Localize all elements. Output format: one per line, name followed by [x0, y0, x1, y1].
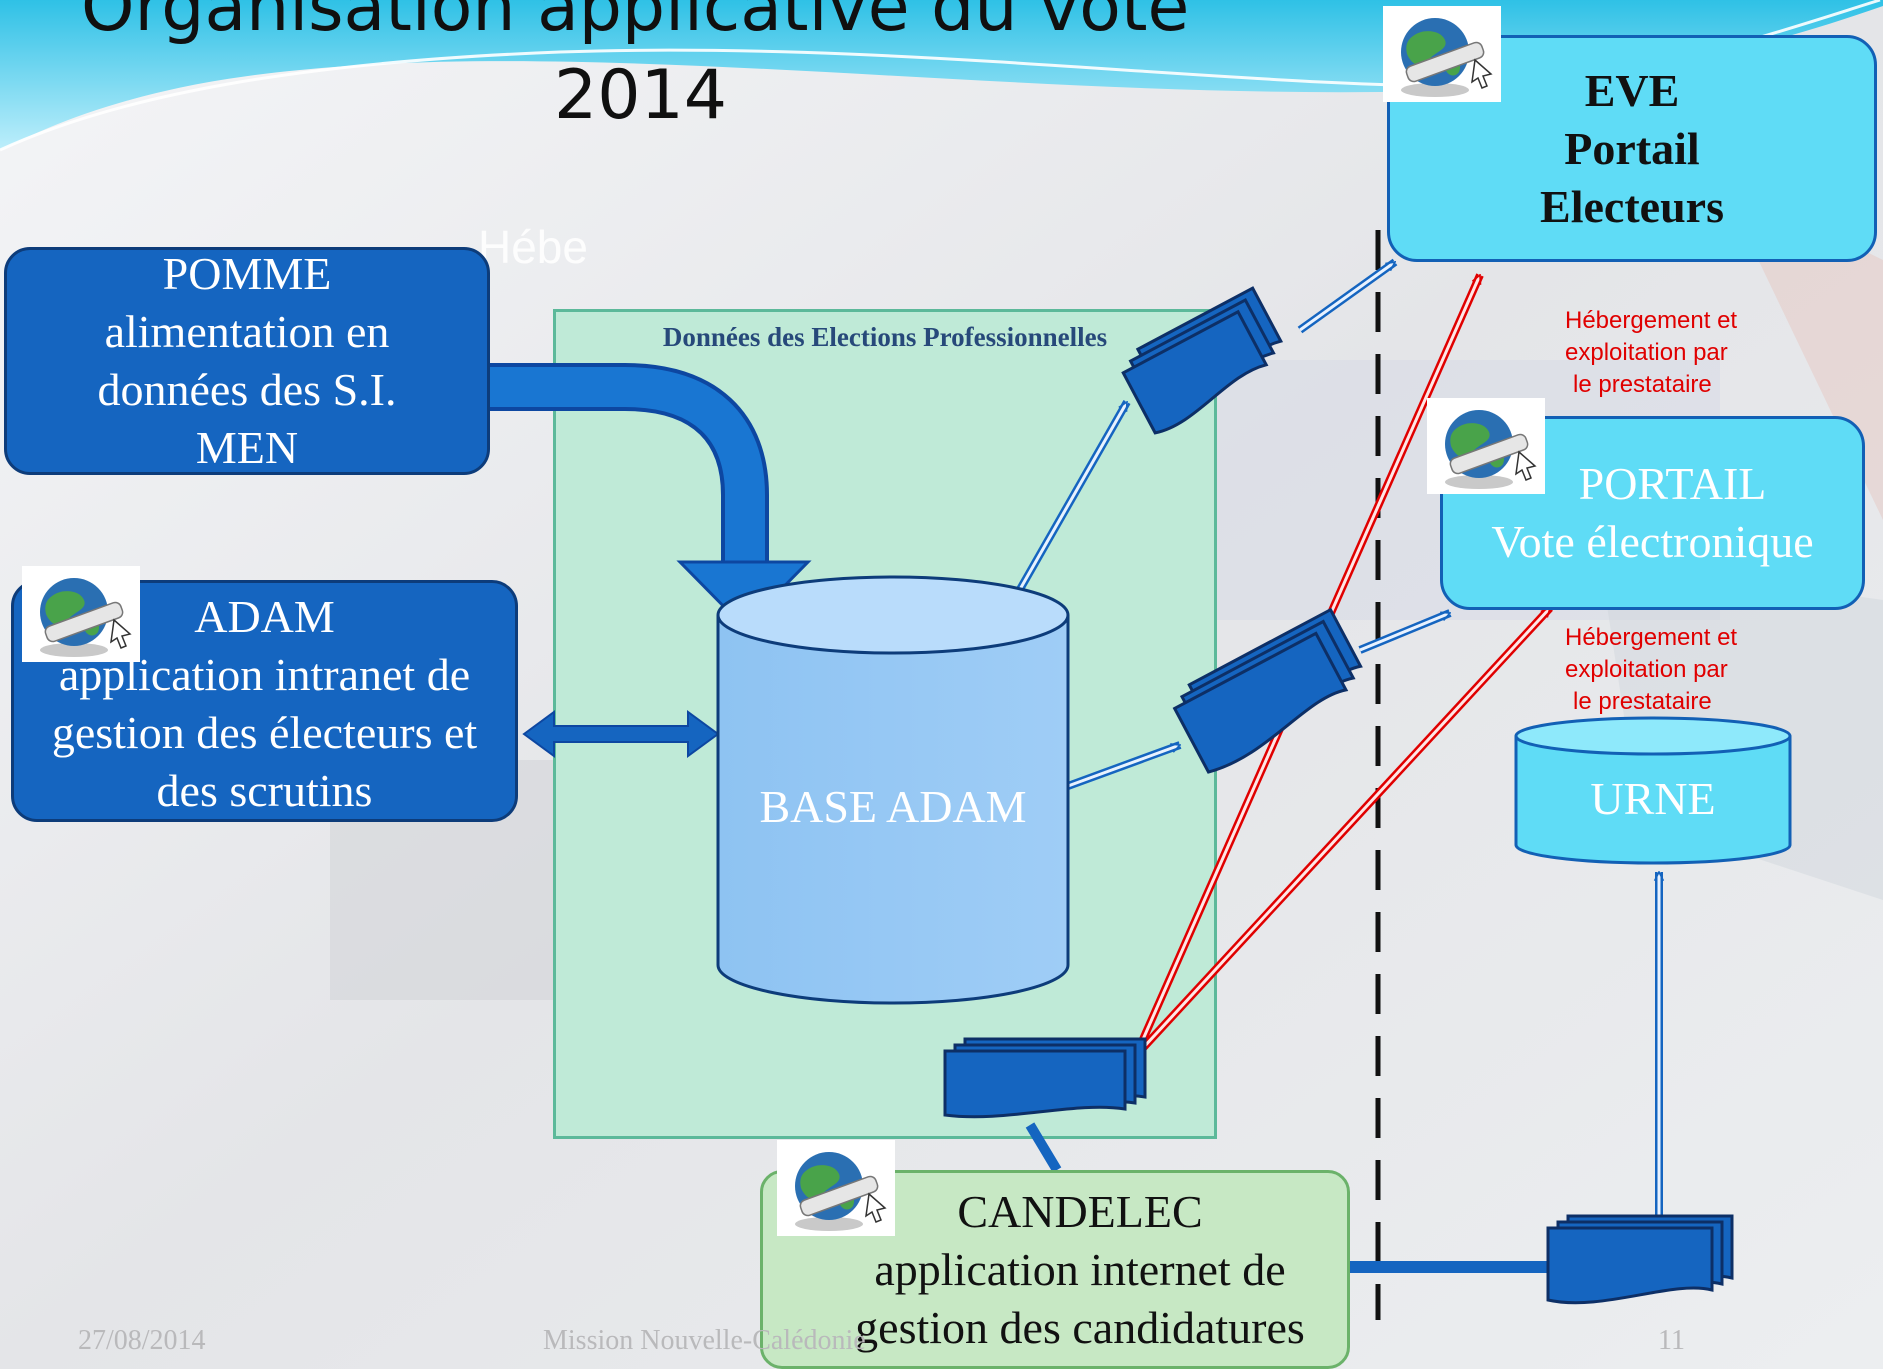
middle-document-to-portail-arrow: [1358, 609, 1450, 654]
candelec-line: application internet de: [874, 1243, 1286, 1295]
eve-line: Electeurs: [1540, 180, 1724, 232]
web-globe-icon: [22, 566, 140, 662]
pomme-line: MEN: [195, 422, 299, 473]
base-to-middle-document-arrow: [1066, 741, 1180, 790]
pomme-line: POMME: [162, 248, 332, 299]
candelec-document-to-portail-red-arrow: [1127, 605, 1553, 1065]
slide-title-year: 2014: [554, 56, 728, 135]
slide-title: Organisation applicative du vote: [81, 0, 1190, 47]
urne-label: URNE: [1590, 773, 1716, 824]
adam-base-double-arrow: [522, 710, 720, 758]
footer-mission: Mission Nouvelle-Calédonie: [543, 1325, 866, 1356]
note-line: Hébergement et: [1565, 624, 1738, 651]
eve-line: EVE: [1584, 64, 1680, 116]
adam-line: ADAM: [194, 591, 335, 642]
candelec-box: CANDELEC application internet de gestion…: [760, 1170, 1350, 1369]
note-line: exploitation par: [1565, 656, 1728, 683]
candelec-document-stack: [943, 1037, 1147, 1119]
footer-date: 27/08/2014: [78, 1325, 206, 1356]
hosting-note-eve: Hébergement et exploitation par le prest…: [1565, 305, 1737, 401]
candelec-line: gestion des candidatures: [855, 1301, 1305, 1353]
web-globe-icon: [1383, 6, 1501, 102]
urne-document-stack: [1546, 1214, 1734, 1305]
pomme-line: alimentation en: [104, 306, 390, 357]
note-line: le prestataire: [1573, 688, 1712, 715]
base-adam-cylinder: [716, 575, 1070, 1005]
portail-line: Vote électronique: [1491, 516, 1814, 567]
base-adam-label: BASE ADAM: [759, 781, 1027, 832]
upper-document-to-eve-arrow: [1297, 258, 1398, 334]
note-line: exploitation par: [1565, 339, 1728, 366]
candelec-to-document-link: [1025, 1122, 1062, 1173]
base-to-upper-document-arrow: [1011, 400, 1131, 600]
pomme-line: données des S.I.: [97, 364, 397, 415]
portail-line: PORTAIL: [1578, 458, 1767, 509]
web-globe-icon: [777, 1140, 895, 1236]
footer-page-number: 11: [1658, 1325, 1685, 1356]
ghost-text: Hébe: [478, 221, 588, 273]
candelec-line: CANDELEC: [957, 1185, 1203, 1237]
eve-line: Portail: [1564, 122, 1700, 174]
upper-document-stack: [1121, 286, 1284, 435]
note-line: le prestataire: [1573, 371, 1712, 398]
note-line: Hébergement et: [1565, 307, 1738, 334]
middle-document-stack: [1172, 607, 1363, 774]
adam-line: gestion des électeurs et: [51, 707, 478, 758]
pomme-box: POMME alimentation en données des S.I. M…: [4, 247, 490, 475]
web-globe-icon: [1427, 398, 1545, 494]
hosting-note-portail: Hébergement et exploitation par le prest…: [1565, 622, 1737, 718]
data-frame-label: Données des Elections Professionnelles: [662, 322, 1108, 352]
portail-vote-box: PORTAIL Vote électronique: [1440, 416, 1865, 610]
adam-line: des scrutins: [156, 765, 373, 816]
urne-cylinder: [1514, 716, 1792, 865]
